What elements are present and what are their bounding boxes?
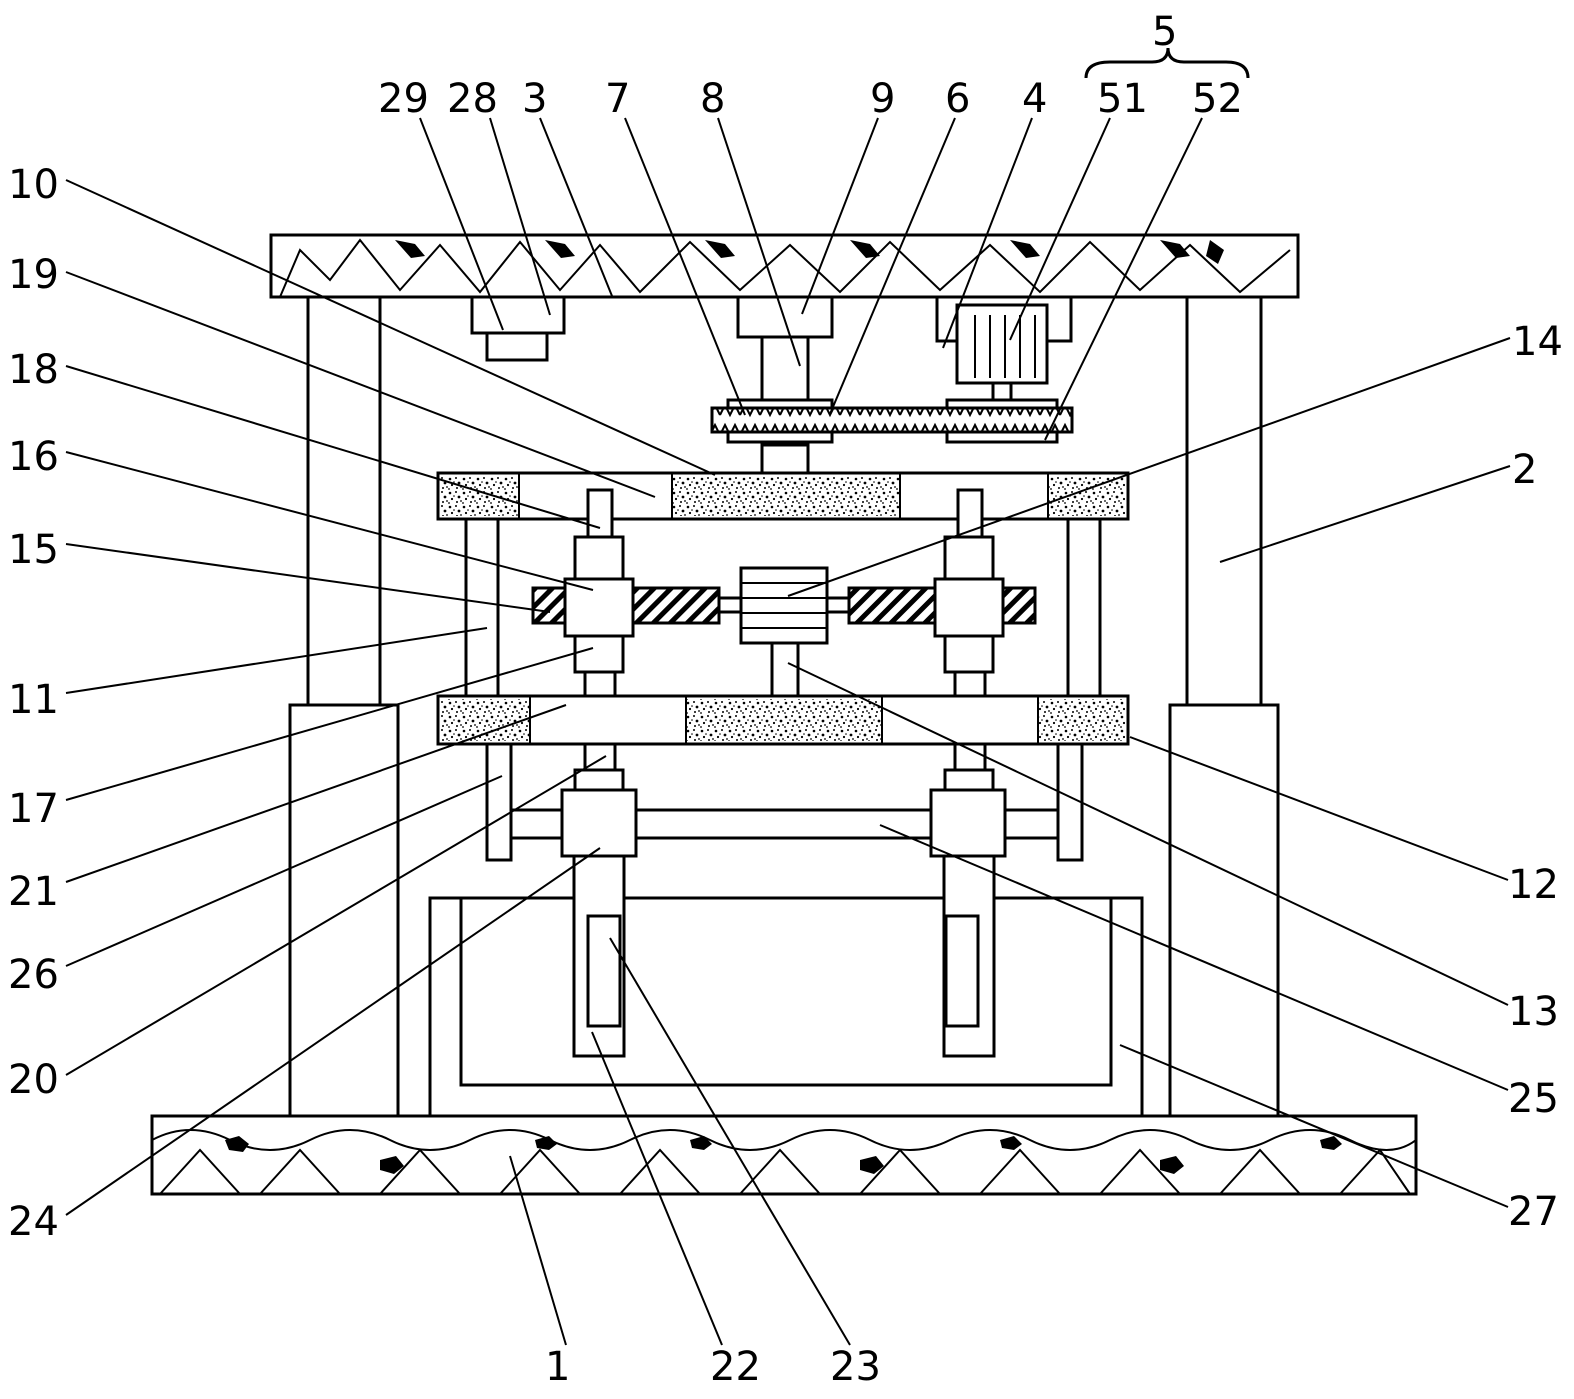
callout-label-23: 23 [830,1344,881,1390]
block-28-29 [470,295,566,362]
callout-label-6: 6 [945,76,970,122]
leader-line-16 [65,451,594,591]
leader-line-7 [624,117,746,416]
leader-line-19 [65,271,656,498]
group-label-5: 5 [1152,9,1177,55]
leader-line-6 [829,117,956,415]
leader-line-1 [509,1155,567,1346]
callout-label-29: 29 [378,76,429,122]
leader-line-25 [879,824,1509,1091]
leader-line-23 [609,937,851,1346]
callout-label-20: 20 [8,1057,59,1103]
leader-line-3 [539,117,613,297]
center-motor-14 [739,566,829,698]
callout-label-3: 3 [522,76,547,122]
callout-label-18: 18 [8,347,59,393]
lower-guide-rods-26 [485,742,1084,862]
leader-line-26 [65,775,503,967]
leader-line-20 [65,755,607,1076]
leader-line-27 [1119,1044,1509,1208]
callout-label-27: 27 [1508,1189,1559,1235]
callout-label-8: 8 [700,76,725,122]
callout-label-24: 24 [8,1199,59,1245]
leader-line-12 [1129,736,1509,881]
leader-line-10 [65,179,716,476]
callout-label-2: 2 [1512,447,1537,493]
leader-line-28 [489,117,551,316]
callout-label-14: 14 [1512,319,1563,365]
leader-line-52 [1044,117,1203,441]
middle-plate-12-13 [436,694,1130,746]
callout-label-21: 21 [8,869,59,915]
leader-line-14 [787,337,1511,597]
leader-line-4 [942,117,1033,349]
left-column [288,295,400,1118]
brace-5 [1084,47,1250,79]
callout-label-17: 17 [8,786,59,832]
leader-line-24 [65,847,601,1216]
leader-lines [65,117,1511,1346]
tank-27 [428,896,1144,1118]
callout-label-12: 12 [1508,862,1559,908]
leader-line-2 [1219,465,1511,563]
cross-beam-25 [509,788,1060,858]
callout-label-11: 11 [8,677,59,723]
leader-line-15 [65,543,551,613]
callout-label-15: 15 [8,527,59,573]
top-plate [269,233,1300,299]
callout-label-26: 26 [8,952,59,998]
callout-label-28: 28 [447,76,498,122]
callout-label-1: 1 [545,1344,570,1390]
callout-label-7: 7 [605,76,630,122]
base-plate [150,1114,1418,1196]
leader-line-11 [65,627,488,694]
leader-line-51 [1009,117,1111,341]
leader-line-17 [65,647,594,801]
leader-line-8 [717,117,801,367]
lower-arms-22 [572,854,996,1058]
callout-label-9: 9 [870,76,895,122]
leader-line-21 [65,704,567,883]
motor-8-shaft-9 [736,295,834,475]
callout-label-25: 25 [1508,1076,1559,1122]
leader-line-9 [801,117,879,315]
right-column [1168,295,1280,1118]
leader-line-18 [65,365,601,529]
leader-line-29 [419,117,504,331]
callout-label-19: 19 [8,252,59,298]
leader-line-22 [591,1031,723,1346]
belt-52 [710,398,1074,444]
callout-label-22: 22 [710,1344,761,1390]
callout-label-13: 13 [1508,989,1559,1035]
callout-label-52: 52 [1192,76,1243,122]
leader-line-13 [787,662,1509,1006]
callout-label-10: 10 [8,162,59,208]
callout-label-4: 4 [1022,76,1047,122]
callout-label-16: 16 [8,434,59,480]
callout-label-51: 51 [1097,76,1148,122]
